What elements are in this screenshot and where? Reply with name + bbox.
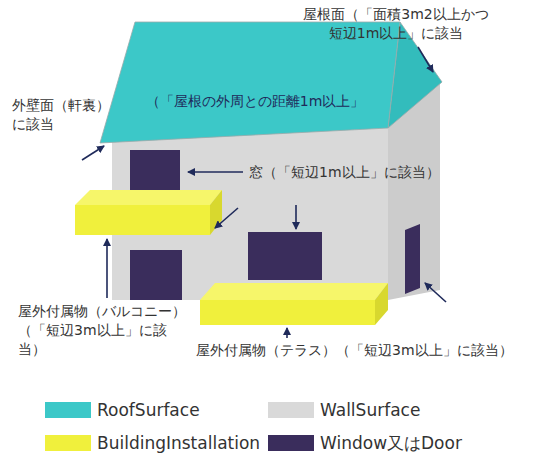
legend-swatch	[268, 402, 314, 418]
terrace-top	[200, 283, 388, 300]
legend-swatch	[268, 435, 314, 451]
legend-swatch	[45, 435, 91, 451]
legend-text: BuildingInstallation	[97, 433, 260, 453]
door	[405, 224, 420, 294]
leader-arrow	[82, 146, 104, 160]
window	[130, 250, 182, 300]
legend-text: WallSurface	[320, 400, 420, 420]
leader-arrow	[215, 208, 238, 228]
window	[248, 232, 322, 280]
balcony-top	[75, 190, 222, 205]
terrace-front	[200, 300, 375, 325]
balcony-front	[75, 205, 210, 235]
roof-note: （「屋根の外周との距離1m以上」	[146, 92, 365, 110]
legend-text: Window又はDoor	[320, 433, 462, 453]
leader-arrow	[188, 171, 243, 173]
leader-arrow	[295, 205, 297, 229]
leader-arrow	[418, 47, 433, 72]
balcony-side	[210, 190, 222, 235]
leader-arrow	[425, 283, 446, 302]
callout-label: 屋外付属物（テラス）（「短辺3m以上」に該当）	[196, 341, 513, 360]
callout-label: 屋根面（「面積3m2以上かつ 短辺1m以上」に該当	[300, 5, 492, 43]
callout-label: 屋外付属物（バルコニー） （「短辺3m以上」に該当）	[18, 302, 194, 359]
callout-label: 外壁面（軒裏） に該当	[12, 96, 120, 134]
legend-swatch	[45, 402, 91, 418]
terrace-side	[375, 283, 388, 325]
leader-arrow	[106, 239, 108, 298]
callout-label: 窓（「短辺1m以上」に該当）	[249, 163, 440, 182]
legend-text: RoofSurface	[97, 400, 200, 420]
leader-arrow	[286, 328, 288, 338]
